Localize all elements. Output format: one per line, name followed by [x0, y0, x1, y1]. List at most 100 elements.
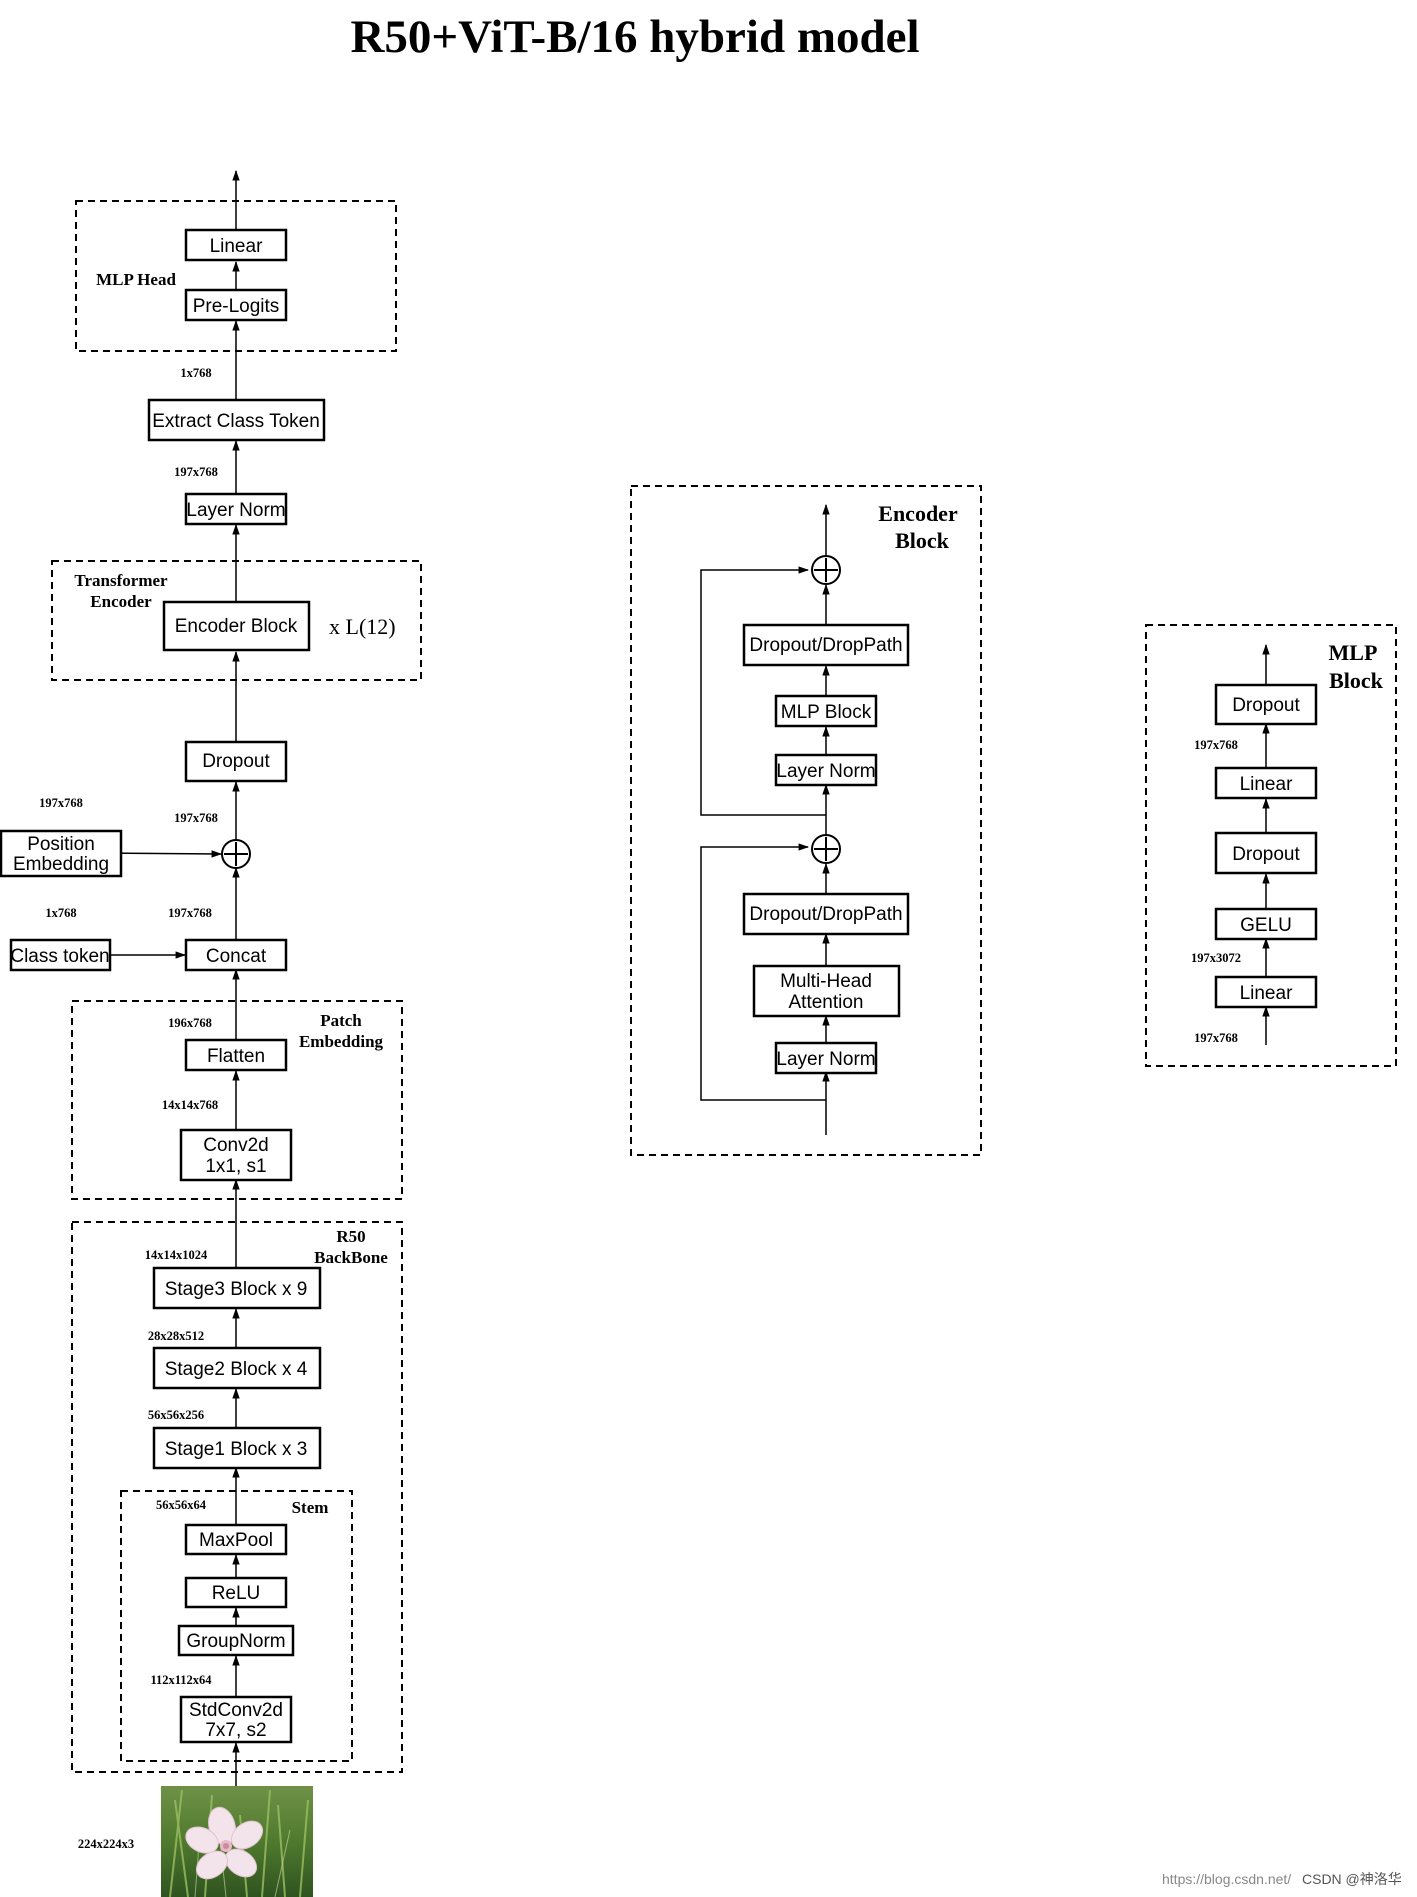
mlp-block-title-line2: Block	[1329, 668, 1384, 693]
encoder-dropout-top-box: Dropout/DropPath	[742, 623, 910, 667]
mlp-linear-bottom-label: Linear	[1240, 983, 1293, 1004]
encoder-dropout-top-label: Dropout/DropPath	[749, 635, 902, 656]
encoder-layer-norm-top-label: Layer Norm	[776, 761, 875, 782]
dim-after-conv: 14x14x768	[162, 1098, 218, 1112]
extract-class-token-box: Extract Class Token	[147, 398, 326, 442]
dim-after-maxpool: 56x56x64	[156, 1498, 207, 1512]
encoder-add-node-bottom	[811, 834, 841, 864]
stage2-box: Stage2 Block x 4	[152, 1346, 322, 1390]
mlp-block-title-line1: MLP	[1329, 640, 1378, 665]
stage1-box: Stage1 Block x 3	[152, 1426, 322, 1470]
layer-norm-label: Layer Norm	[186, 500, 285, 521]
conv2d-label-line2: 1x1, s1	[205, 1156, 266, 1177]
encoder-mha-label-line1: Multi-Head	[780, 971, 872, 992]
watermark-credit: CSDN @神洛华	[1302, 1871, 1402, 1887]
encoder-dropout-bottom-box: Dropout/DropPath	[742, 892, 910, 936]
mlp-head-label: MLP Head	[96, 270, 176, 289]
position-embedding-label-line2: Embedding	[13, 854, 109, 875]
page-title: R50+ViT-B/16 hybrid model	[350, 11, 919, 63]
pre-logits-box: Pre-Logits	[184, 288, 288, 322]
mlp-dropout-mid-label: Dropout	[1232, 844, 1300, 865]
mlp-dim-after-linear: 197x3072	[1191, 951, 1241, 965]
stage1-label: Stage1 Block x 3	[165, 1439, 308, 1460]
mlp-dim-after-dropout: 197x768	[1194, 738, 1238, 752]
patch-embedding-label-line1: Patch	[320, 1011, 362, 1030]
mlp-linear-top-label: Linear	[1240, 774, 1293, 795]
r50-backbone-label-line2: BackBone	[314, 1248, 388, 1267]
mlp-linear-bottom-box: Linear	[1214, 975, 1318, 1009]
mlp-dropout-mid-box: Dropout	[1214, 831, 1318, 875]
dim-after-layer-norm: 197x768	[174, 465, 218, 479]
mlp-block-group	[1145, 624, 1397, 1067]
r50-backbone-group: R50 BackBone	[71, 1221, 403, 1773]
repeat-label: x L(12)	[329, 614, 396, 639]
groupnorm-box: GroupNorm	[177, 1624, 295, 1657]
position-embedding-label-line1: Position	[27, 834, 95, 855]
relu-label: ReLU	[212, 1583, 261, 1604]
dim-after-stdconv: 112x112x64	[150, 1673, 212, 1687]
encoder-connectors	[700, 503, 830, 1135]
dim-after-class-token: 1x768	[180, 366, 211, 380]
dim-class-token: 1x768	[45, 906, 76, 920]
mlp-block-detail: MLP Block Dropout Linear Dropout GELU	[1145, 624, 1397, 1067]
stdconv2d-label-line1: StdConv2d	[189, 1700, 283, 1721]
dim-after-add: 197x768	[174, 811, 218, 825]
conv2d-label-line1: Conv2d	[203, 1135, 269, 1156]
dim-after-stage2: 28x28x512	[148, 1329, 204, 1343]
encoder-mlp-block-box: MLP Block	[774, 694, 878, 728]
mlp-gelu-box: GELU	[1214, 907, 1318, 941]
dim-pos-embedding: 197x768	[39, 796, 83, 810]
patch-embedding-label-line2: Embedding	[299, 1032, 384, 1051]
conv2d-box: Conv2d 1x1, s1	[179, 1128, 293, 1182]
flatten-label: Flatten	[207, 1046, 265, 1067]
extract-class-token-label: Extract Class Token	[152, 411, 320, 432]
dim-after-flatten: 196x768	[168, 1016, 212, 1030]
mlp-dim-input: 197x768	[1194, 1031, 1238, 1045]
mlp-linear-top-box: Linear	[1214, 766, 1318, 800]
mlp-dropout-top-box: Dropout	[1214, 683, 1318, 726]
concat-box: Concat	[184, 938, 288, 972]
linear-label: Linear	[210, 236, 263, 257]
encoder-mha-label-line2: Attention	[789, 992, 864, 1013]
class-token-label: Class token	[10, 946, 109, 967]
encoder-add-node-top	[811, 555, 841, 585]
maxpool-label: MaxPool	[199, 1530, 273, 1551]
layer-norm-box: Layer Norm	[184, 492, 288, 526]
pre-logits-label: Pre-Logits	[193, 296, 280, 317]
dim-input: 224x224x3	[78, 1837, 134, 1851]
encoder-layer-norm-bottom-box: Layer Norm	[774, 1041, 878, 1075]
concat-label: Concat	[206, 946, 267, 967]
transformer-encoder-label-line2: Encoder	[90, 592, 152, 611]
main-architecture: MLP Head Transformer Encoder Patch Embed…	[0, 169, 422, 1897]
encoder-block-title-line1: Encoder	[878, 501, 958, 526]
maxpool-box: MaxPool	[184, 1523, 288, 1556]
groupnorm-label: GroupNorm	[186, 1631, 285, 1652]
main-connectors	[101, 169, 240, 1786]
relu-box: ReLU	[184, 1576, 288, 1609]
dim-after-stage1: 56x56x256	[148, 1408, 204, 1422]
r50-backbone-label-line1: R50	[336, 1227, 365, 1246]
dropout-label: Dropout	[202, 751, 270, 772]
encoder-block-box: Encoder Block	[162, 600, 311, 652]
encoder-block-detail: Encoder Block Dropout/Drop	[630, 485, 982, 1156]
encoder-mlp-block-label: MLP Block	[781, 702, 872, 723]
patch-embedding-group: Patch Embedding	[71, 1000, 403, 1200]
mlp-gelu-label: GELU	[1240, 915, 1292, 936]
flatten-box: Flatten	[184, 1038, 288, 1072]
transformer-encoder-label-line1: Transformer	[74, 571, 168, 590]
stage3-box: Stage3 Block x 9	[152, 1266, 322, 1310]
dim-after-concat: 197x768	[168, 906, 212, 920]
encoder-block-label: Encoder Block	[175, 616, 298, 637]
stem-label: Stem	[292, 1498, 329, 1517]
encoder-dropout-bottom-label: Dropout/DropPath	[749, 904, 902, 925]
encoder-block-title-line2: Block	[895, 528, 950, 553]
stdconv2d-label-line2: 7x7, s2	[205, 1720, 266, 1741]
stage3-label: Stage3 Block x 9	[165, 1279, 308, 1300]
class-token-box: Class token	[9, 938, 112, 972]
position-embedding-box: Position Embedding	[0, 829, 123, 878]
stdconv2d-box: StdConv2d 7x7, s2	[179, 1695, 293, 1744]
stage2-label: Stage2 Block x 4	[165, 1359, 308, 1380]
dim-after-stage3: 14x14x1024	[145, 1248, 208, 1262]
linear-box: Linear	[184, 228, 288, 262]
